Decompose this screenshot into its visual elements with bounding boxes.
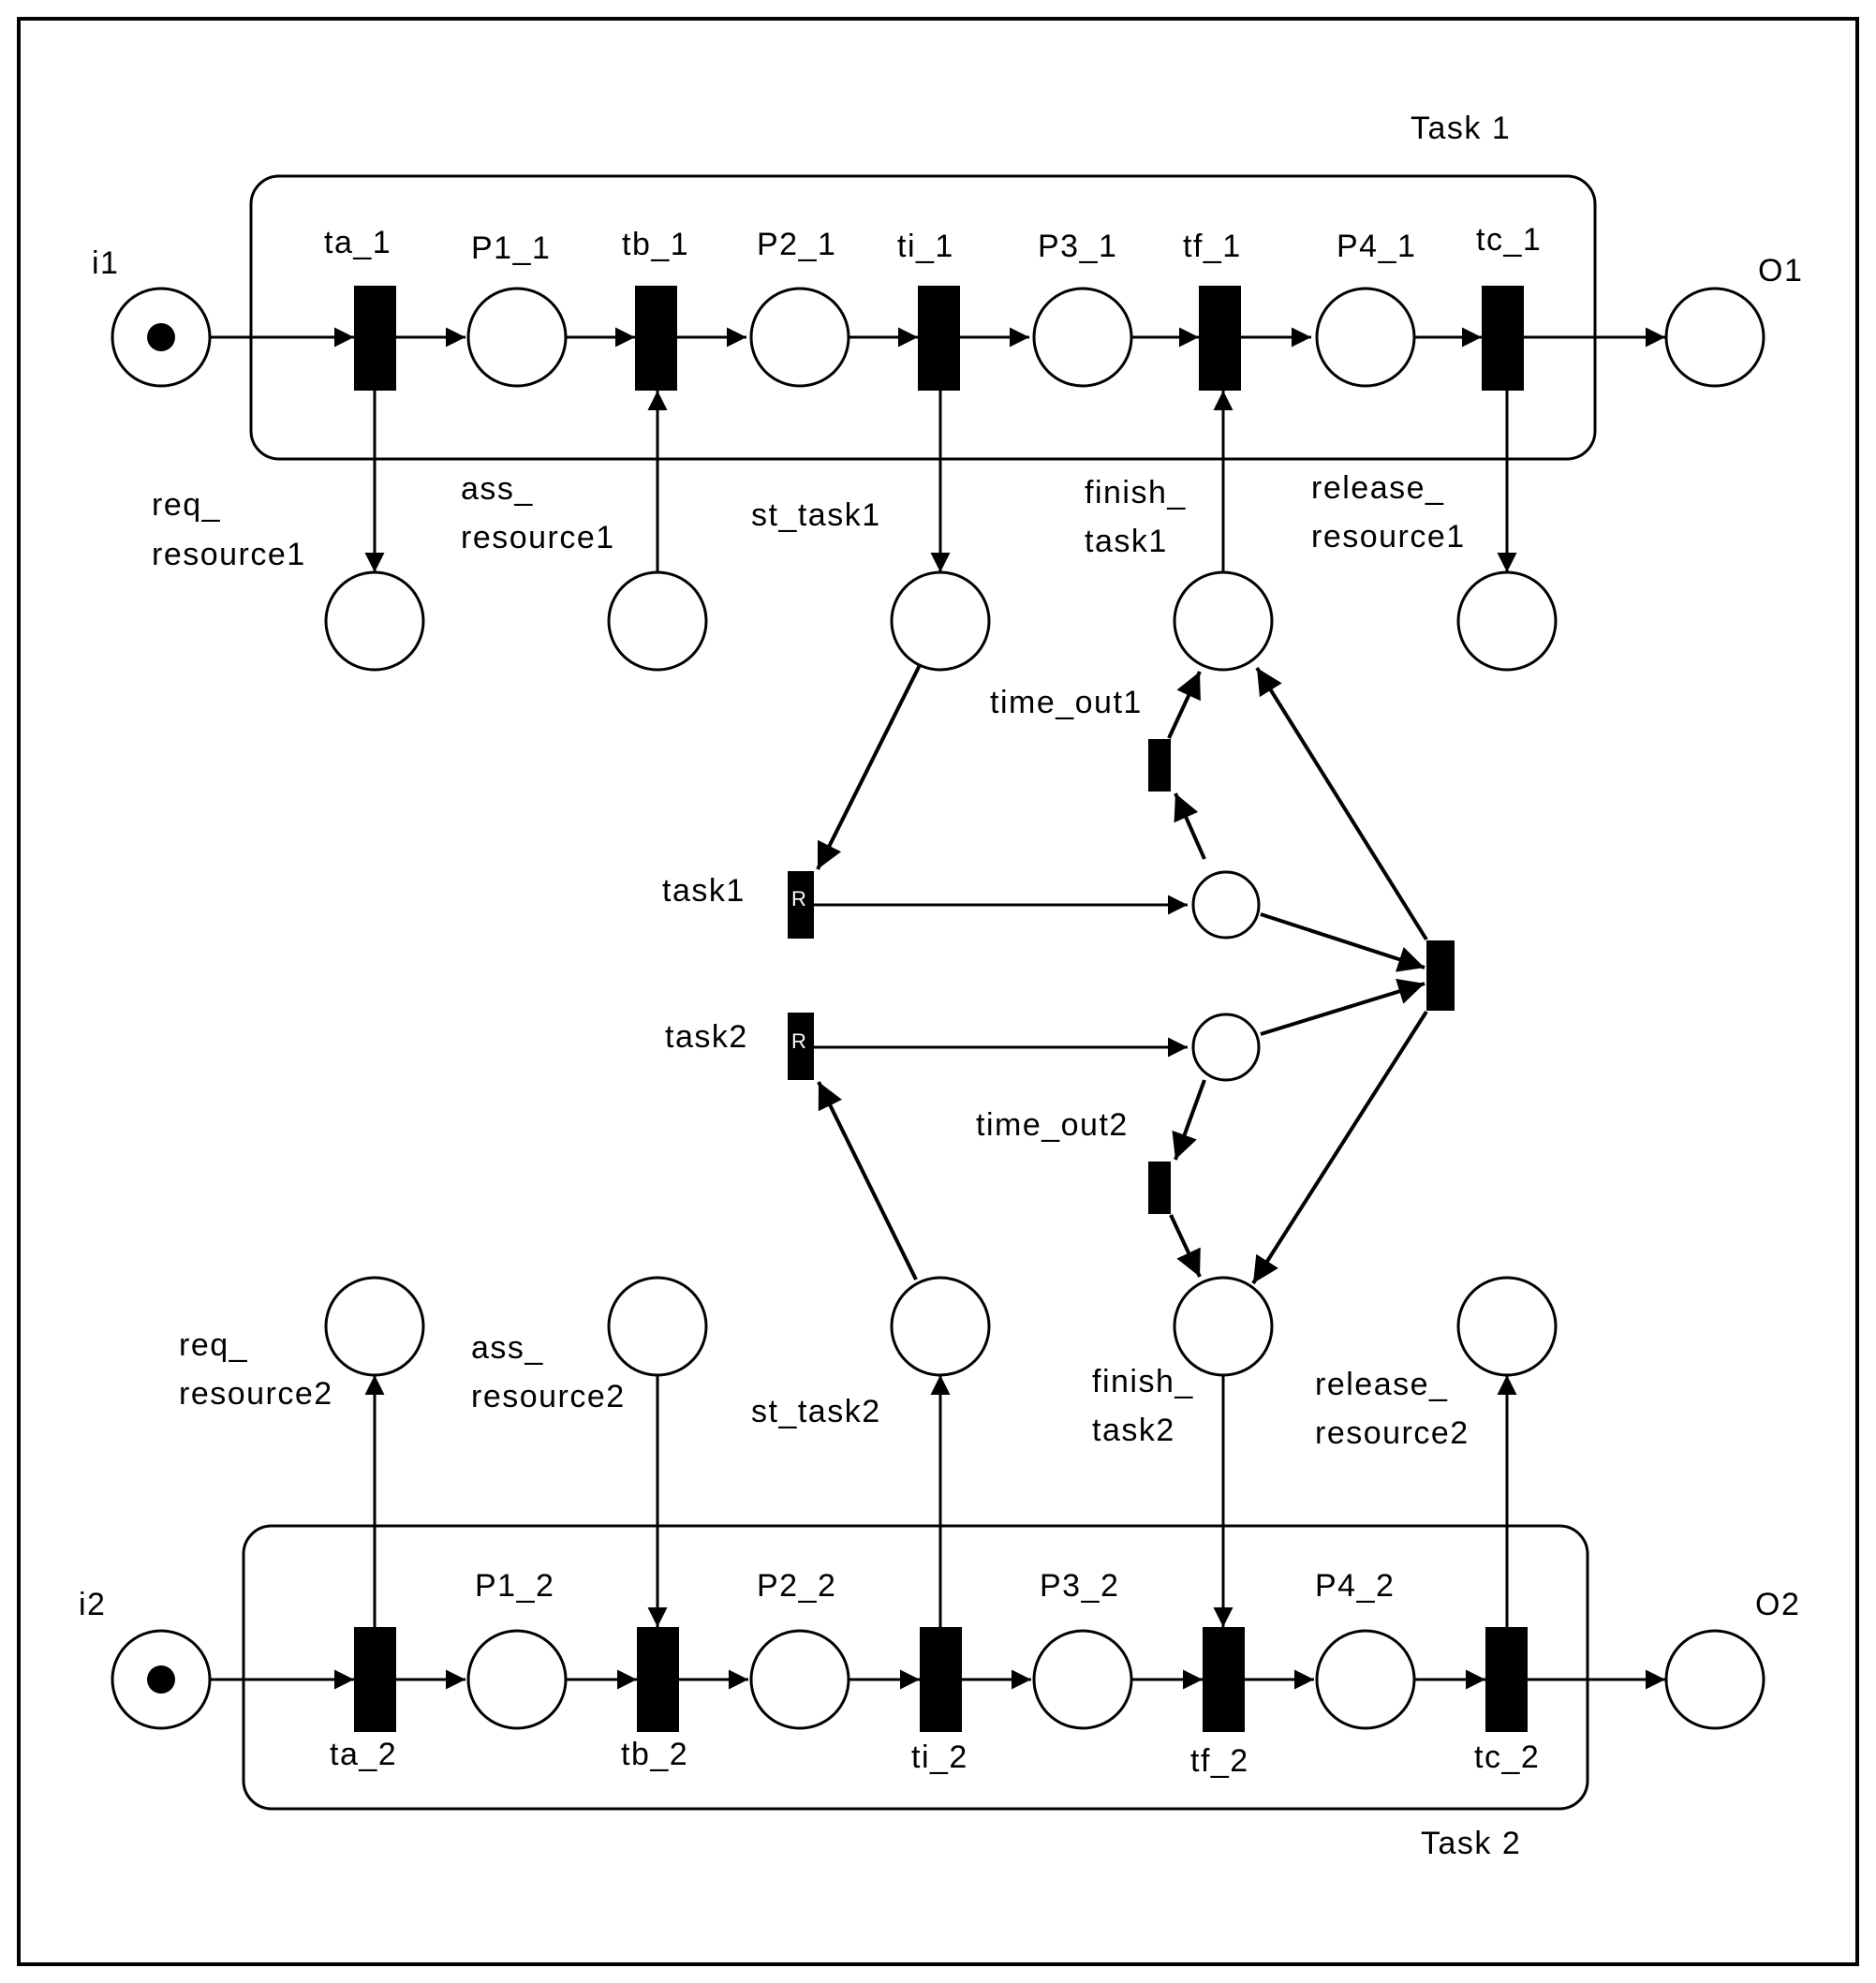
task2-resource-mark: R xyxy=(791,1029,806,1053)
label-st_task1: st_task1 xyxy=(751,497,881,533)
label-tb_1: tb_1 xyxy=(622,227,689,262)
label-tc_1: tc_1 xyxy=(1476,222,1542,258)
label-tb_2: tb_2 xyxy=(621,1737,688,1772)
label-tc_2: tc_2 xyxy=(1474,1739,1540,1775)
transition-tb_1 xyxy=(635,286,677,391)
transition-finish-any xyxy=(1426,940,1455,1011)
place-P1_1 xyxy=(466,287,568,388)
label-i2: i2 xyxy=(79,1587,106,1622)
label-release-2a: release_ xyxy=(1315,1367,1448,1402)
label-req-2b: resource2 xyxy=(179,1376,333,1412)
label-ass-1b: resource1 xyxy=(461,520,615,555)
label-O2: O2 xyxy=(1755,1587,1800,1622)
token-i1 xyxy=(147,323,175,351)
label-O1: O1 xyxy=(1758,253,1803,289)
place-st_task1 xyxy=(890,570,991,672)
transition-tc_1 xyxy=(1482,286,1524,391)
label-ta_2: ta_2 xyxy=(330,1737,397,1772)
place-release_resource2 xyxy=(1456,1276,1558,1377)
place-P2_2 xyxy=(749,1629,850,1730)
label-P1_2: P1_2 xyxy=(475,1568,554,1604)
place-release_resource1 xyxy=(1456,570,1558,672)
place-st_task2 xyxy=(890,1276,991,1377)
place-running-task1 xyxy=(1191,870,1261,940)
label-release-2b: resource2 xyxy=(1315,1415,1470,1451)
place-req_resource2 xyxy=(324,1276,425,1377)
label-release-1a: release_ xyxy=(1311,470,1444,506)
diagram-frame xyxy=(17,17,1859,1966)
label-req-2a: req_ xyxy=(179,1327,248,1363)
transition-ti_1 xyxy=(918,286,960,391)
task2-box xyxy=(242,1524,1589,1811)
label-release-1b: resource1 xyxy=(1311,519,1466,555)
place-O1 xyxy=(1664,287,1765,388)
label-P3_2: P3_2 xyxy=(1040,1568,1119,1604)
label-task1: task1 xyxy=(662,873,746,909)
label-tf_1: tf_1 xyxy=(1183,229,1242,264)
transition-time_out1 xyxy=(1148,739,1171,792)
place-O2 xyxy=(1664,1629,1765,1730)
transition-tf_2 xyxy=(1203,1627,1245,1732)
token-i2 xyxy=(147,1665,175,1694)
label-ass-2a: ass_ xyxy=(471,1330,544,1366)
middle-arcs xyxy=(814,664,1428,1285)
label-i1: i1 xyxy=(92,245,119,281)
transition-tc_2 xyxy=(1485,1627,1528,1732)
label-req-1b: resource1 xyxy=(152,537,306,572)
label-st_task2: st_task2 xyxy=(751,1394,881,1429)
label-P3_1: P3_1 xyxy=(1038,229,1117,264)
task2-title: Task 2 xyxy=(1421,1826,1521,1861)
place-ass_resource1 xyxy=(607,570,708,672)
label-finish-2a: finish_ xyxy=(1092,1364,1194,1399)
label-finish-2b: task2 xyxy=(1092,1413,1175,1448)
label-time_out1: time_out1 xyxy=(990,685,1143,720)
label-req-1a: req_ xyxy=(152,487,221,523)
label-ass-1a: ass_ xyxy=(461,471,534,507)
label-time_out2: time_out2 xyxy=(976,1107,1129,1143)
transition-task1 xyxy=(788,871,814,939)
transition-tb_2 xyxy=(637,1627,679,1732)
place-finish_task1 xyxy=(1173,570,1274,672)
task1-title: Task 1 xyxy=(1411,111,1511,146)
transition-time_out2 xyxy=(1148,1162,1171,1214)
transition-tf_1 xyxy=(1199,286,1241,391)
place-ass_resource2 xyxy=(607,1276,708,1377)
place-running-task2 xyxy=(1191,1013,1261,1082)
transition-ti_2 xyxy=(920,1627,962,1732)
label-ass-2b: resource2 xyxy=(471,1379,626,1414)
place-P1_2 xyxy=(466,1629,568,1730)
place-P3_2 xyxy=(1032,1629,1133,1730)
place-P2_1 xyxy=(749,287,850,388)
place-P4_2 xyxy=(1315,1629,1416,1730)
transition-ta_2 xyxy=(354,1627,396,1732)
label-P2_2: P2_2 xyxy=(757,1568,836,1604)
place-P4_1 xyxy=(1315,287,1416,388)
place-finish_task2 xyxy=(1173,1276,1274,1377)
label-task2: task2 xyxy=(665,1019,748,1055)
label-ti_2: ti_2 xyxy=(911,1739,968,1775)
label-ta_1: ta_1 xyxy=(324,225,391,260)
task1-resource-mark: R xyxy=(791,887,806,910)
label-finish-1b: task1 xyxy=(1085,524,1168,559)
label-ti_1: ti_1 xyxy=(897,229,954,264)
label-tf_2: tf_2 xyxy=(1190,1743,1249,1779)
label-P4_1: P4_1 xyxy=(1337,229,1416,264)
label-P2_1: P2_1 xyxy=(757,227,836,262)
task1-box xyxy=(249,174,1597,461)
place-req_resource1 xyxy=(324,570,425,672)
transition-ta_1 xyxy=(354,286,396,391)
transition-task2 xyxy=(788,1013,814,1080)
label-P4_2: P4_2 xyxy=(1315,1568,1395,1604)
label-P1_1: P1_1 xyxy=(471,230,551,266)
place-P3_1 xyxy=(1032,287,1133,388)
label-finish-1a: finish_ xyxy=(1085,475,1187,511)
